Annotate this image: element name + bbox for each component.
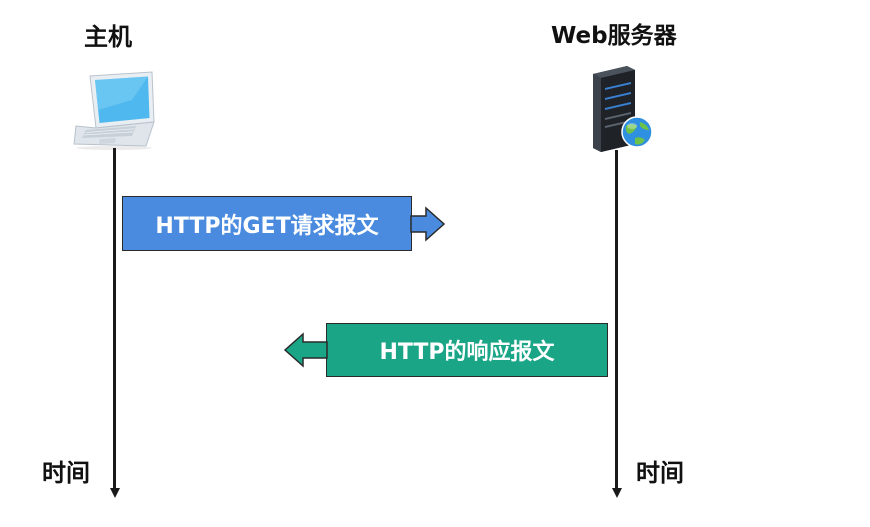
host-time-label: 时间 (42, 459, 90, 487)
host-timeline (113, 148, 116, 488)
request-message-box: HTTP的GET请求报文 (122, 196, 412, 251)
server-icon (585, 64, 657, 158)
response-arrow-icon (283, 332, 328, 368)
host-label: 主机 (84, 23, 132, 51)
response-message-label: HTTP的响应报文 (379, 340, 555, 365)
laptop-icon (72, 70, 156, 154)
request-message-label: HTTP的GET请求报文 (155, 213, 379, 239)
server-label: Web服务器 (551, 23, 677, 49)
server-timeline (615, 150, 618, 488)
host-timeline-arrowhead (109, 488, 120, 498)
request-arrow-icon (410, 206, 446, 242)
server-timeline-arrowhead (611, 488, 622, 498)
response-message-box: HTTP的响应报文 (326, 323, 608, 377)
server-time-label: 时间 (636, 459, 684, 487)
